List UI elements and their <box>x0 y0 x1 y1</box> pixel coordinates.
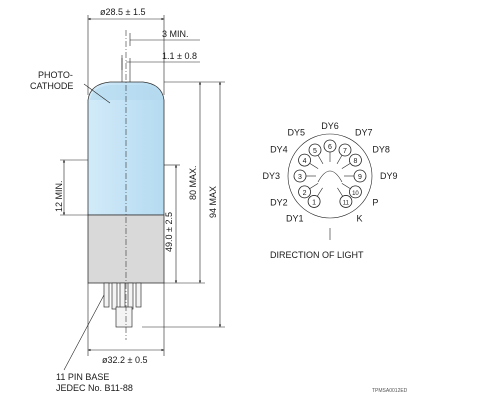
pin-5-circle <box>308 143 322 157</box>
pin-5-number: 5 <box>313 148 317 155</box>
direction-of-light-label: DIRECTION OF LIGHT <box>270 250 364 260</box>
photocathode-surface <box>90 85 162 100</box>
pin-2-circle <box>298 185 311 199</box>
pin-11-circle <box>339 195 353 208</box>
pin-circle-outline <box>287 133 373 219</box>
pin-6-circle <box>323 139 337 153</box>
base-diameter-label: ø32.2 ± 0.5 <box>102 355 147 365</box>
pin-6-number: 6 <box>328 144 332 151</box>
pin-9-circle <box>353 169 367 183</box>
tube-base <box>87 214 165 284</box>
photocathode-symbol <box>317 170 343 183</box>
pin-2-number: 2 <box>303 190 307 197</box>
base-label-line2: JEDEC No. B11-88 <box>56 383 133 393</box>
base-label-line1: 11 PIN BASE <box>56 372 109 382</box>
pin-11-name: K <box>356 213 362 223</box>
photocathode-leader <box>83 83 111 104</box>
pin-1-circle <box>307 195 321 208</box>
pin-4-name: DY4 <box>270 145 288 155</box>
pin-3-number: 3 <box>298 174 302 181</box>
pin-1-name: DY1 <box>286 213 304 223</box>
pin-10-name: P <box>372 197 378 207</box>
pin-10-number: 10 <box>352 191 359 197</box>
pin-8-circle <box>349 153 362 167</box>
cathode-label: CATHODE <box>30 81 73 91</box>
reference-code: TPMSA0012ED <box>372 388 408 394</box>
pin-9-number: 9 <box>358 174 362 181</box>
pin-9-name: DY9 <box>380 171 398 181</box>
tube-envelope <box>83 30 165 340</box>
pin-5-name: DY5 <box>287 128 305 138</box>
height-49-label: 49.0 ± 2.5 <box>164 212 174 252</box>
pin-11-number: 11 <box>343 200 350 206</box>
pin-7-circle <box>338 143 352 157</box>
pin-3-circle <box>293 169 307 183</box>
pin-6-name: DY6 <box>321 121 339 131</box>
left-min-label: 12 MIN. <box>54 180 64 212</box>
pin-3-name: DY3 <box>262 171 280 181</box>
gap-min-label: 3 MIN. <box>162 29 189 39</box>
pin-2-name: DY2 <box>270 197 288 207</box>
pin-8-number: 8 <box>353 158 357 165</box>
height-94-label: 94 MAX <box>208 186 218 218</box>
pin-4-number: 4 <box>303 158 307 165</box>
base-pins <box>103 282 142 328</box>
pin-1-number: 1 <box>312 199 316 206</box>
pin-8-name: DY8 <box>372 145 390 155</box>
pin-7-number: 7 <box>343 148 347 155</box>
pin-4-circle <box>298 153 311 167</box>
dimension-lines <box>60 15 225 371</box>
pin-10-circle <box>349 185 362 199</box>
pin-7-name: DY7 <box>355 128 373 138</box>
height-80-label: 80 MAX. <box>188 165 198 200</box>
offset-label: 1.1 ± 0.8 <box>162 51 197 61</box>
top-diameter-label: ø28.5 ± 1.5 <box>100 7 145 17</box>
photo-label: PHOTO- <box>38 70 73 80</box>
